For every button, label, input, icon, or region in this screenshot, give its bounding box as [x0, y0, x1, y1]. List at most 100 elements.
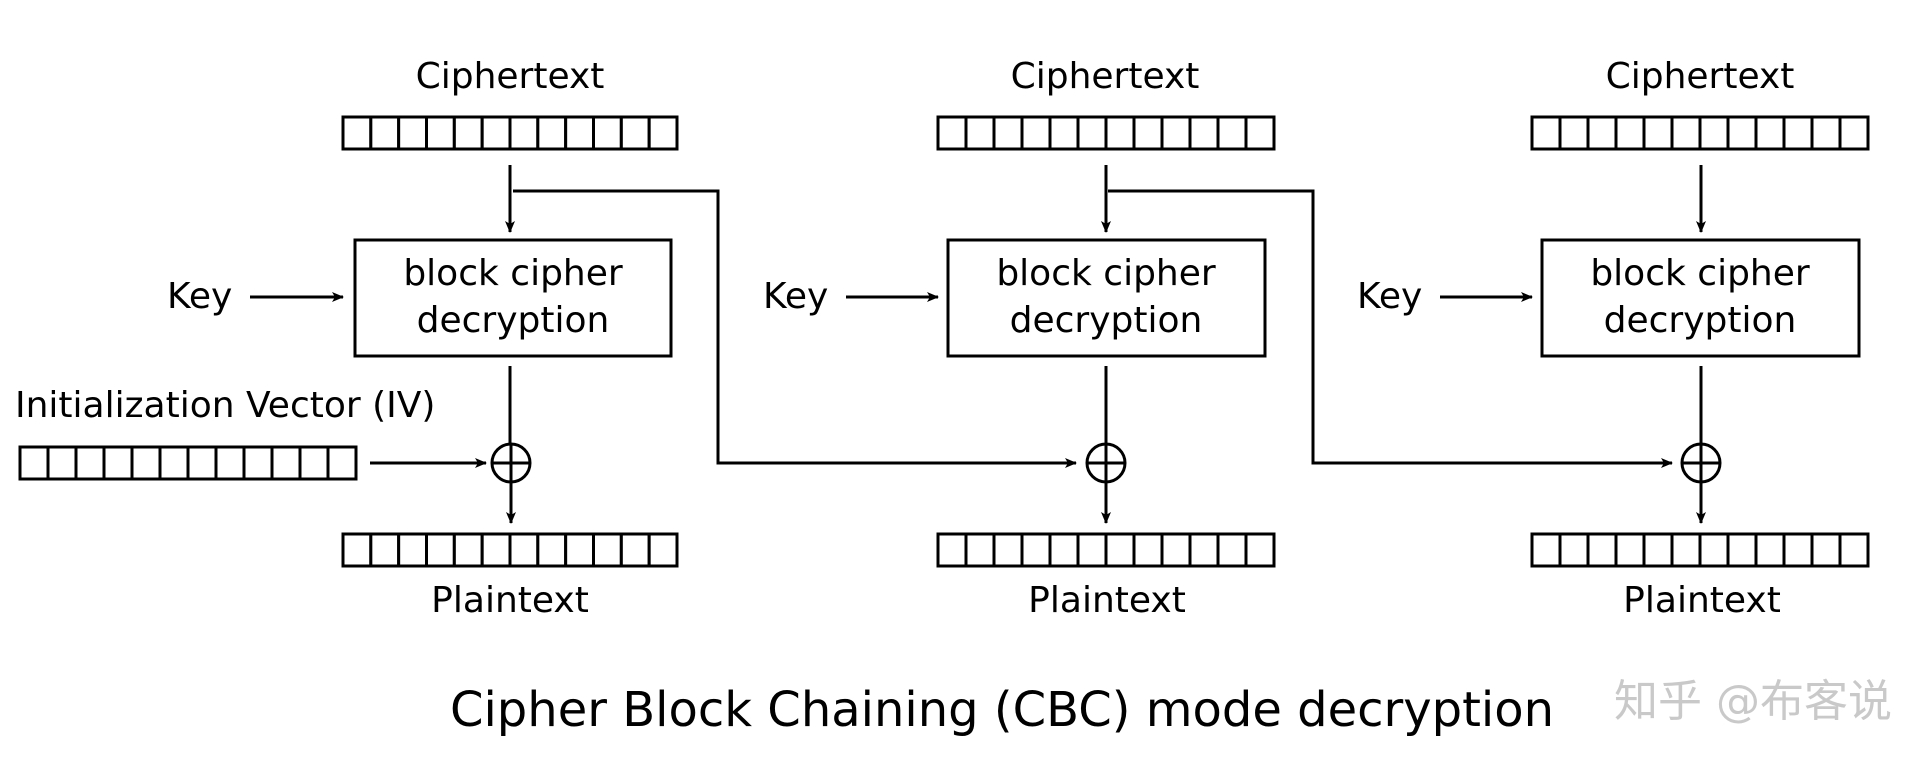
block-cell [1530, 115, 1562, 151]
watermark: 知乎 @布客说 [1614, 676, 1892, 727]
block-cell [1020, 532, 1052, 568]
xor-icon [490, 442, 532, 484]
block-cell [1188, 115, 1220, 151]
plaintext-label-1: Plaintext [431, 580, 589, 621]
block-cell [1810, 532, 1842, 568]
block-cell [1670, 115, 1702, 151]
block-cell [1216, 532, 1248, 568]
block-cell [1160, 115, 1192, 151]
block-cell [102, 445, 134, 481]
block-cell [186, 445, 218, 481]
xor-icon [1085, 442, 1127, 484]
block-cell [1614, 115, 1646, 151]
block-cell [1530, 532, 1562, 568]
xor-icon [1680, 442, 1722, 484]
chain-ciphertext-2-to-xor-3 [1108, 189, 1673, 468]
block-cell [341, 532, 373, 568]
ciphertext-block-1 [341, 115, 679, 151]
block-cell [1216, 115, 1248, 151]
block-cell [964, 115, 996, 151]
box-label-line1-3: block cipher [1590, 253, 1810, 294]
block-cell [1132, 532, 1164, 568]
block-cell [1782, 532, 1814, 568]
block-cell [936, 115, 968, 151]
block-cell [1104, 532, 1136, 568]
block-cell [1642, 532, 1674, 568]
block-cipher-decryption-box-2 [946, 238, 1267, 358]
block-cell [1614, 532, 1646, 568]
key-label-2: Key [763, 276, 828, 317]
box-label-line1-2: block cipher [996, 253, 1216, 294]
box-label-line2-2: decryption [1010, 300, 1203, 341]
block-cell [1244, 532, 1276, 568]
block-cell [1160, 532, 1192, 568]
stage-2: Ciphertext block cipher decryption Key P… [763, 56, 1276, 621]
block-cell [564, 115, 595, 151]
box-label-line2-3: decryption [1604, 300, 1797, 341]
block-cell [1698, 115, 1730, 151]
block-cell [480, 532, 512, 568]
block-cell [1698, 532, 1730, 568]
block-cell [397, 115, 429, 151]
block-cell [936, 532, 968, 568]
block-cell [397, 532, 429, 568]
box-label-line1-1: block cipher [403, 253, 623, 294]
block-cell [1104, 115, 1136, 151]
stage-3: Ciphertext block cipher decryption Key P… [1357, 56, 1870, 621]
key-label-1: Key [167, 276, 232, 317]
block-cell [1048, 532, 1080, 568]
block-cell [1558, 115, 1590, 151]
block-cell [508, 532, 540, 568]
block-cell [1076, 532, 1108, 568]
block-cell [270, 445, 302, 481]
block-cell [425, 115, 456, 151]
block-cell [1076, 115, 1108, 151]
block-cell [1726, 115, 1758, 151]
block-cell [1838, 115, 1870, 151]
block-cell [425, 532, 456, 568]
chain-ciphertext-1-to-xor-2 [513, 189, 1077, 468]
ciphertext-block-2 [936, 115, 1276, 151]
block-cell [1132, 115, 1164, 151]
block-cell [619, 115, 651, 151]
block-cell [1586, 532, 1618, 568]
block-cell [1558, 532, 1590, 568]
block-cell [1754, 115, 1786, 151]
block-cell [1642, 115, 1674, 151]
block-cell [592, 115, 623, 151]
stage-1: Ciphertext block cipher decryption Key I… [15, 56, 679, 621]
block-cell [1244, 115, 1276, 151]
block-cell [1726, 532, 1758, 568]
block-cell [74, 445, 106, 481]
block-cipher-decryption-box-1 [353, 238, 673, 358]
block-cell [1020, 115, 1052, 151]
block-cell [130, 445, 162, 481]
block-cell [341, 115, 373, 151]
block-cell [1838, 532, 1870, 568]
ciphertext-block-3 [1530, 115, 1870, 151]
block-cell [369, 115, 401, 151]
plaintext-label-3: Plaintext [1623, 580, 1781, 621]
block-cell [326, 445, 358, 481]
block-cell [536, 115, 568, 151]
block-cell [592, 532, 623, 568]
block-cell [452, 532, 484, 568]
key-label-3: Key [1357, 276, 1422, 317]
plaintext-block-1 [341, 532, 679, 568]
ciphertext-label-3: Ciphertext [1606, 56, 1795, 97]
block-cell [18, 445, 50, 481]
block-cell [1586, 115, 1618, 151]
block-cell [647, 532, 679, 568]
iv-block [18, 445, 358, 481]
iv-label: Initialization Vector (IV) [15, 385, 435, 426]
box-label-line2-1: decryption [417, 300, 610, 341]
block-cell [1188, 532, 1220, 568]
block-cell [452, 115, 484, 151]
plaintext-block-2 [936, 532, 1276, 568]
block-cell [46, 445, 78, 481]
block-cell [619, 532, 651, 568]
block-cell [214, 445, 246, 481]
plaintext-label-2: Plaintext [1028, 580, 1186, 621]
block-cell [158, 445, 190, 481]
